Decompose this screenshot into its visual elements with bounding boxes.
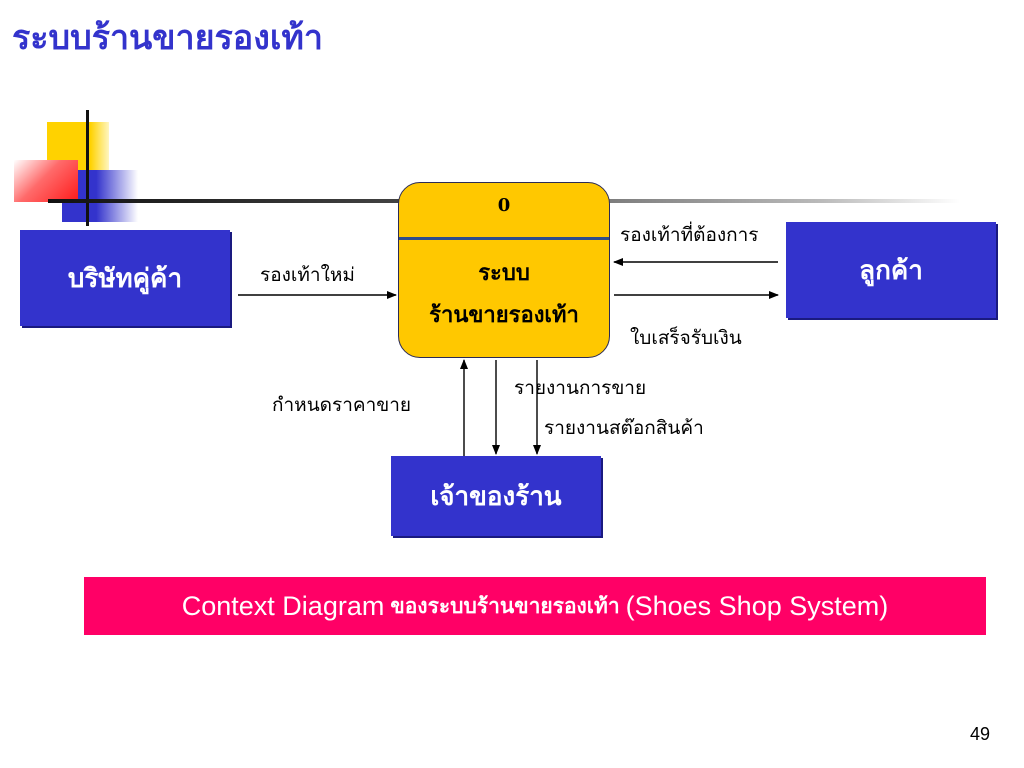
flow-label-set-price: กำหนดราคาขาย <box>272 394 412 416</box>
process-name-line1: ระบบ <box>478 260 530 286</box>
flow-label-sales-report: รายงานการขาย <box>514 377 647 399</box>
diagram-caption: Context Diagram ของระบบร้านขายรองเท้า (S… <box>84 577 986 635</box>
flow-label-stock-report: รายงานสต๊อกสินค้า <box>544 417 704 439</box>
flow-label-wanted-shoes: รองเท้าที่ต้องการ <box>620 224 759 246</box>
caption-prefix: Context Diagram <box>181 590 385 621</box>
entity-customer: ลูกค้า <box>786 222 996 318</box>
entity-owner: เจ้าของร้าน <box>391 456 601 536</box>
flow-label-receipt: ใบเสร็จรับเงิน <box>630 327 742 349</box>
flow-label-new-shoes: รองเท้าใหม่ <box>260 264 355 286</box>
process-id: 0 <box>497 195 511 216</box>
caption-suffix: (Shoes Shop System) <box>625 590 889 621</box>
process-name-line2: ร้านขายรองเท้า <box>429 302 579 328</box>
slide-title: ระบบร้านขายรองเท้า <box>12 18 323 58</box>
process-node: 0 ระบบ ร้านขายรองเท้า <box>398 182 610 358</box>
vertical-rule <box>86 110 89 226</box>
caption-thai: ของระบบร้านขายรองเท้า <box>390 592 620 618</box>
page-number: 49 <box>969 724 990 744</box>
decorative-squares <box>10 108 160 228</box>
process-divider <box>399 237 609 240</box>
entity-supplier: บริษัทคู่ค้า <box>20 230 230 326</box>
red-square <box>14 160 78 202</box>
